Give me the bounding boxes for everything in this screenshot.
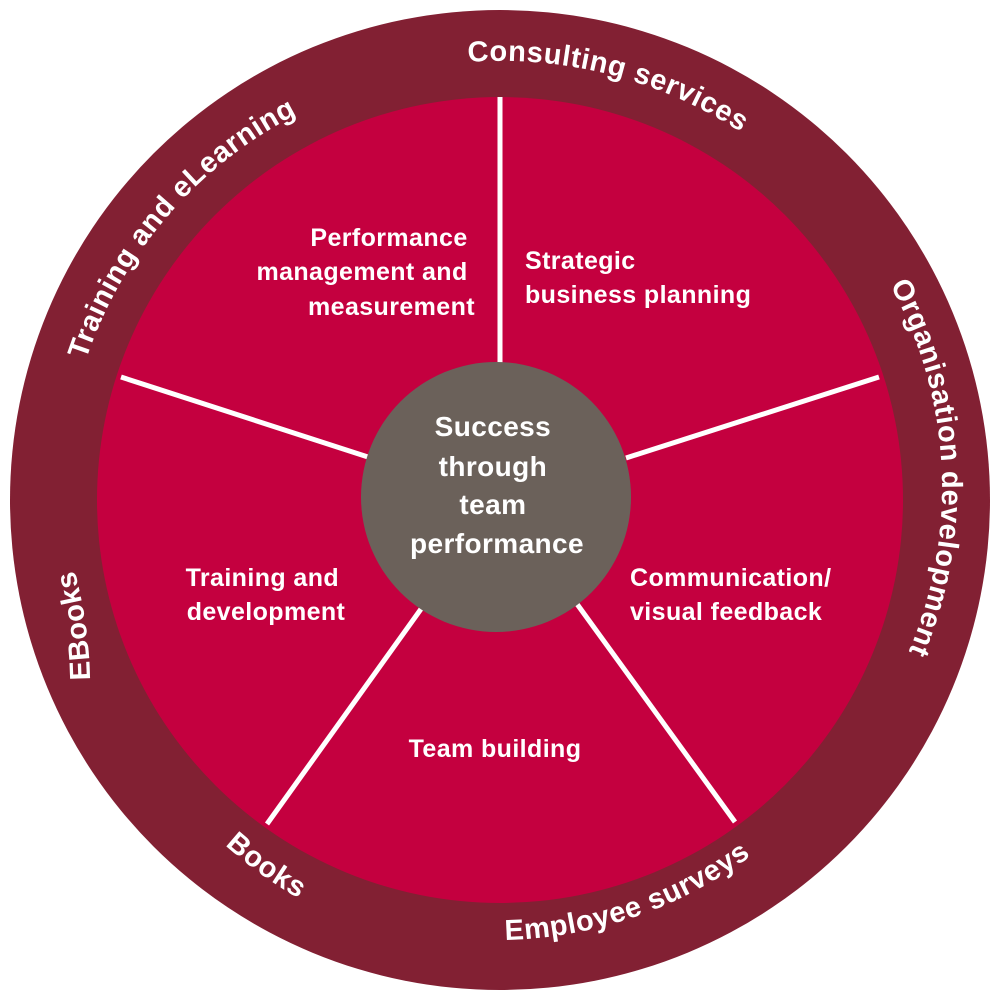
- segment-line: Strategic: [525, 247, 636, 275]
- divider-lower-left: [264, 607, 424, 826]
- segment-line: Communication/: [630, 564, 831, 592]
- segment-line: Performance: [310, 224, 467, 252]
- segment-line: Training and: [186, 564, 339, 592]
- hub-line: team: [459, 489, 526, 520]
- segment-dividers: [120, 97, 880, 826]
- divider-lower-right: [574, 602, 738, 824]
- hub-line: Success: [435, 411, 551, 442]
- segment-label-performance: Performance management and measurement: [256, 224, 475, 321]
- segment-line: business planning: [525, 281, 751, 309]
- divider-right: [625, 374, 880, 461]
- segment-line: visual feedback: [630, 598, 822, 626]
- segment-line: Team building: [409, 735, 582, 763]
- segment-line: development: [187, 598, 346, 626]
- hub-circle: [361, 362, 631, 632]
- hub-line: through: [439, 451, 548, 482]
- hub-label: Success through team performance: [410, 411, 584, 559]
- segment-label-strategic: Strategic business planning: [525, 247, 751, 309]
- segment-line: management and: [256, 258, 467, 286]
- segment-label-communication: Communication/ visual feedback: [630, 564, 839, 626]
- segment-label-training-development: Training and development: [186, 564, 347, 626]
- segment-line: measurement: [308, 293, 475, 321]
- divider-left: [120, 374, 369, 460]
- segment-label-team-building: Team building: [409, 735, 582, 763]
- hub-line: performance: [410, 528, 584, 559]
